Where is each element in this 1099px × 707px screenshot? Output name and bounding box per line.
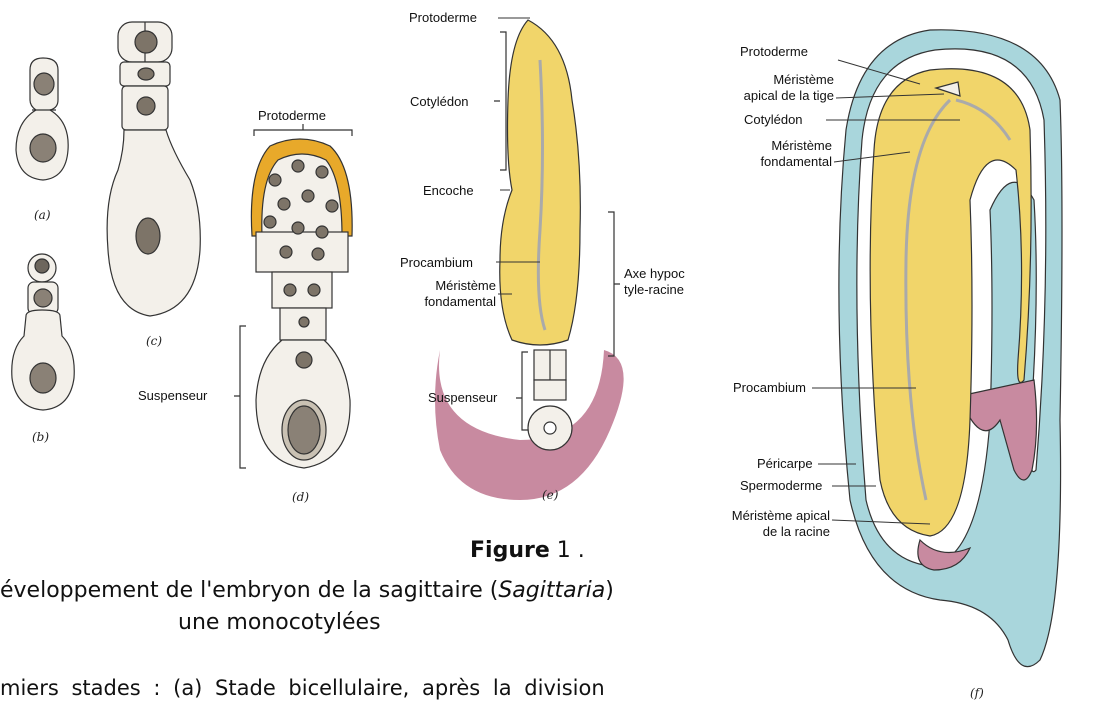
label-f-meristeme-racine-1: Méristème apical (712, 508, 830, 523)
label-f-spermoderme: Spermoderme (740, 478, 822, 493)
label-f-protoderme: Protoderme (740, 44, 808, 59)
label-f-pericarpe: Péricarpe (757, 456, 813, 471)
label-d-suspenseur: Suspenseur (138, 388, 207, 403)
label-f-meristeme-fond-1: Méristème (720, 138, 832, 153)
stage-b-embryo (12, 254, 75, 410)
body-text-line: miers stades : (a) Stade bicellulaire, a… (0, 676, 605, 700)
label-e-cotyledon: Cotylédon (410, 94, 469, 109)
panel-label-f: (f) (970, 686, 984, 700)
caption-line-1: éveloppement de l'embryon de la sagittai… (0, 578, 614, 603)
stage-c-embryo (107, 22, 200, 316)
caption-line-2: une monocotylées (178, 610, 381, 635)
panel-label-e: (e) (542, 488, 558, 502)
stage-a-embryo (16, 58, 68, 180)
figure-label-number: 1 . (557, 538, 585, 563)
caption-line-1-post: ) (605, 578, 614, 603)
label-e-axe-2: tyle-racine (624, 282, 684, 297)
stage-f-seed (839, 30, 1062, 667)
label-f-meristeme-racine-2: de la racine (712, 524, 830, 539)
label-e-suspenseur: Suspenseur (428, 390, 497, 405)
panel-label-b: (b) (32, 430, 49, 444)
label-f-procambium: Procambium (733, 380, 806, 395)
label-f-meristeme-tige-2: apical de la tige (706, 88, 834, 103)
panel-label-c: (c) (146, 334, 162, 348)
label-e-meristeme-2: fondamental (390, 294, 496, 309)
panel-label-d: (d) (292, 490, 309, 504)
figure-label-bold: Figure (470, 538, 550, 563)
caption-line-1-pre: éveloppement de l'embryon de la sagittai… (0, 578, 498, 603)
label-e-procambium: Procambium (400, 255, 473, 270)
label-e-axe-1: Axe hypoc (624, 266, 685, 281)
panel-label-a: (a) (34, 208, 51, 222)
label-f-cotyledon: Cotylédon (744, 112, 803, 127)
label-d-protoderme: Protoderme (258, 108, 326, 123)
stage-d-embryo (234, 124, 352, 468)
label-e-encoche: Encoche (423, 183, 474, 198)
caption-line-1-italic: Sagittaria (498, 578, 605, 603)
label-f-meristeme-tige-1: Méristème (706, 72, 834, 87)
figure-label: Figure 1 . (470, 538, 585, 563)
label-e-meristeme-1: Méristème (400, 278, 496, 293)
label-e-protoderme: Protoderme (409, 10, 477, 25)
label-f-meristeme-fond-2: fondamental (720, 154, 832, 169)
